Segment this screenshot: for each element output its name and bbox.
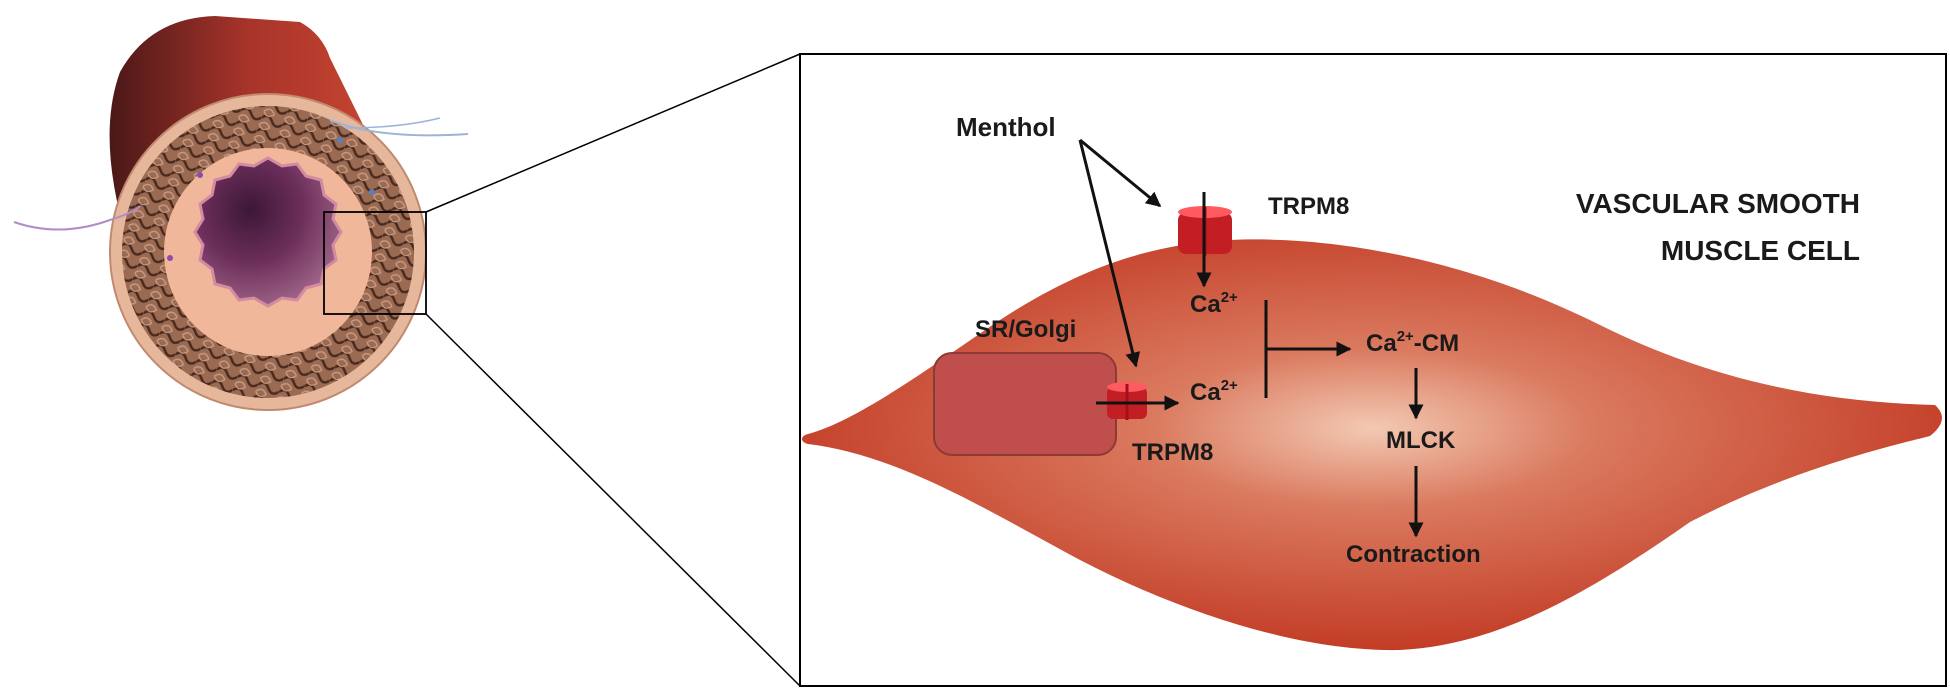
sr-golgi-compartment (933, 352, 1117, 456)
vessel-nerve-fiber-right2 (344, 117, 441, 129)
sr-golgi-label: SR/Golgi (975, 316, 1076, 343)
vessel-lumen (193, 156, 343, 308)
mlck-label: MLCK (1386, 427, 1456, 454)
ca-cm-label: Ca2+-CM (1366, 328, 1459, 357)
blood-vessel-illustration (13, 16, 469, 411)
zoom-line-top (425, 53, 801, 213)
zoom-selection-box (323, 211, 427, 315)
cell-title-line1: VASCULAR SMOOTH (1576, 188, 1860, 219)
vessel-dot (167, 255, 173, 261)
vessel-nerve-fiber-right (329, 119, 469, 137)
zoom-line-bottom (425, 313, 801, 687)
vessel-nerve-fiber-left (13, 205, 141, 231)
ca-upper-label: Ca2+ (1190, 289, 1238, 318)
arrow-menthol-to-sr-trpm8 (1078, 139, 1141, 368)
trpm8-sr-label: TRPM8 (1132, 439, 1213, 466)
vessel-dot (197, 172, 203, 178)
vessel-dot (369, 189, 375, 195)
vessel-dot (337, 137, 343, 143)
contraction-label: Contraction (1346, 541, 1481, 568)
smooth-muscle-cell (802, 239, 1942, 651)
trpm8-sr-channel (1107, 382, 1147, 420)
ca-lower-label: Ca2+ (1190, 377, 1238, 406)
menthol-label: Menthol (956, 112, 1056, 142)
trpm8-membrane-label: TRPM8 (1268, 193, 1349, 220)
arrow-menthol-to-membrane-trpm8 (1079, 138, 1162, 208)
cell-title-line2: MUSCLE CELL (1661, 235, 1860, 266)
